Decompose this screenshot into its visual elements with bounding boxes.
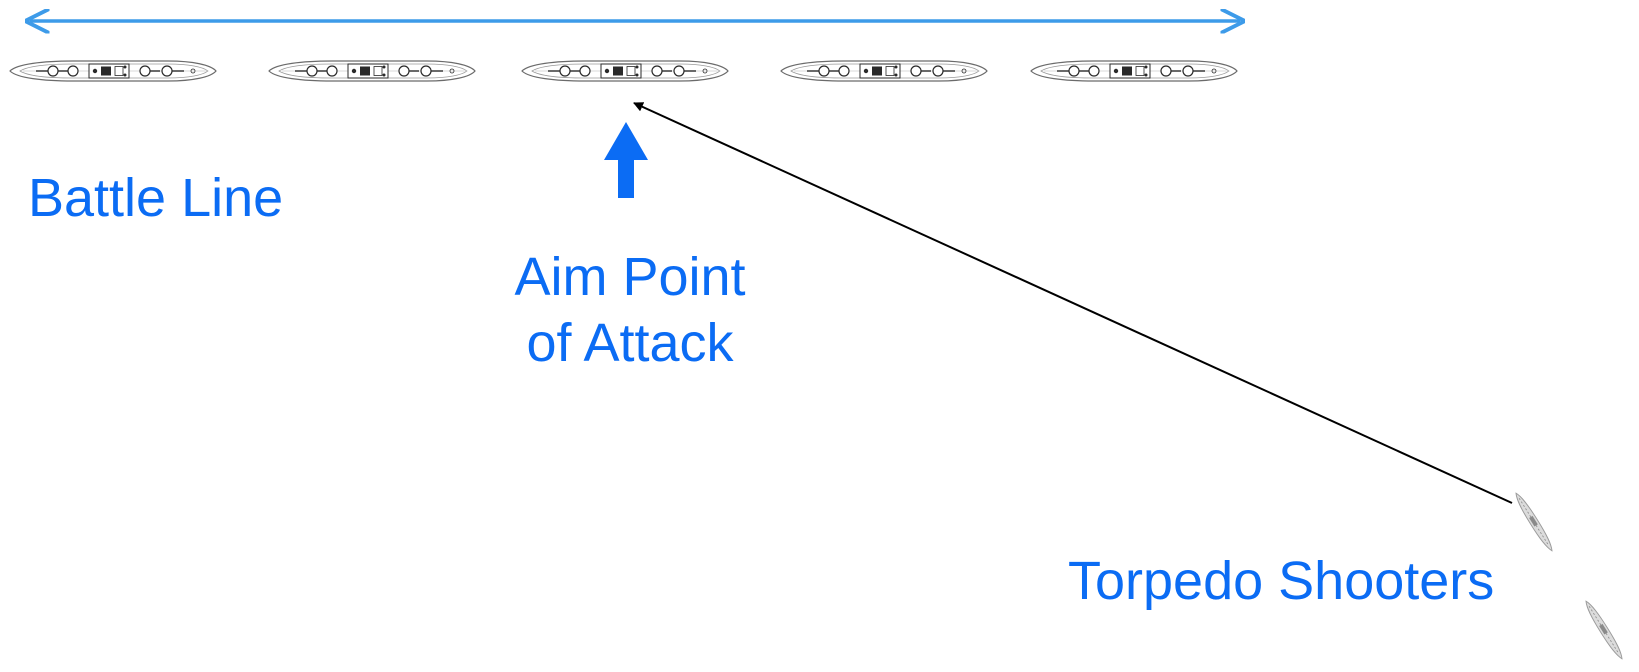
battleship-4	[780, 60, 988, 82]
battle-line-label: Battle Line	[28, 168, 284, 228]
torpedo-shooter-ship-1	[1512, 490, 1556, 554]
battle-line-ships	[9, 60, 1238, 82]
torpedo-shooter-ship-2	[1582, 598, 1626, 662]
torpedo-track-line	[633, 102, 1513, 504]
aim-point-label-line-2: of Attack	[526, 313, 734, 373]
battleship-5	[1030, 60, 1238, 82]
aim-point-label: Aim Point of Attack	[445, 244, 815, 376]
battleship-1	[9, 60, 217, 82]
torpedo-shooter-ships	[1512, 490, 1626, 662]
aim-point-arrow	[604, 122, 648, 198]
battleship-2	[268, 60, 476, 82]
aim-point-label-line-1: Aim Point	[514, 247, 746, 307]
battleship-3	[521, 60, 729, 82]
torpedo-shooters-label: Torpedo Shooters	[1068, 551, 1495, 611]
